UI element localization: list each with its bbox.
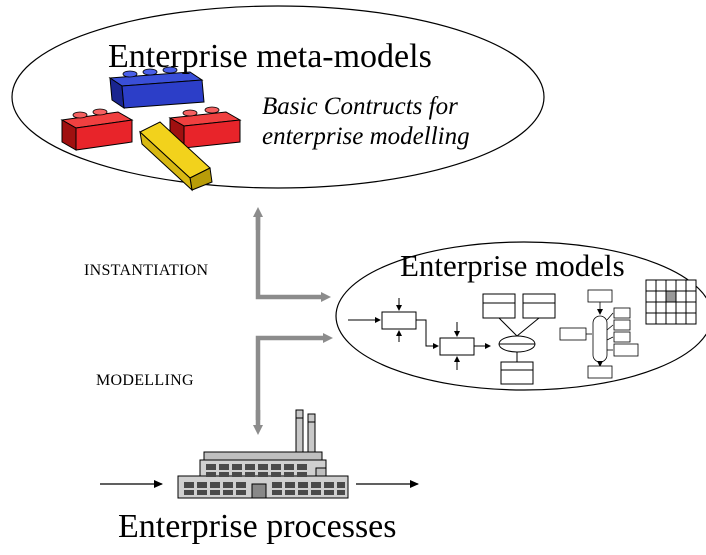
models-ellipse	[335, 241, 706, 391]
processes-title: Enterprise processes	[118, 508, 397, 545]
er-schema-icon	[482, 293, 556, 385]
instantiation-arrow	[253, 207, 331, 302]
lego-bricks-icon	[60, 66, 242, 192]
idef0-activity-boxes-icon	[348, 298, 491, 370]
models-title: Enterprise models	[400, 248, 625, 283]
modelling-label: MODELLING	[96, 372, 194, 389]
instantiation-label: INSTANTIATION	[84, 262, 209, 279]
factory-icon	[177, 409, 349, 499]
modelling-arrow	[253, 333, 333, 435]
grid-matrix-icon	[645, 279, 697, 325]
meta-models-title: Enterprise meta-models	[108, 38, 432, 75]
flowchart-icon	[559, 289, 639, 379]
meta-models-subtitle-line1: Basic Contructs for	[262, 93, 458, 120]
meta-models-subtitle: Basic Contructs for enterprise modelling	[262, 92, 470, 152]
meta-models-subtitle-line2: enterprise modelling	[262, 123, 470, 150]
